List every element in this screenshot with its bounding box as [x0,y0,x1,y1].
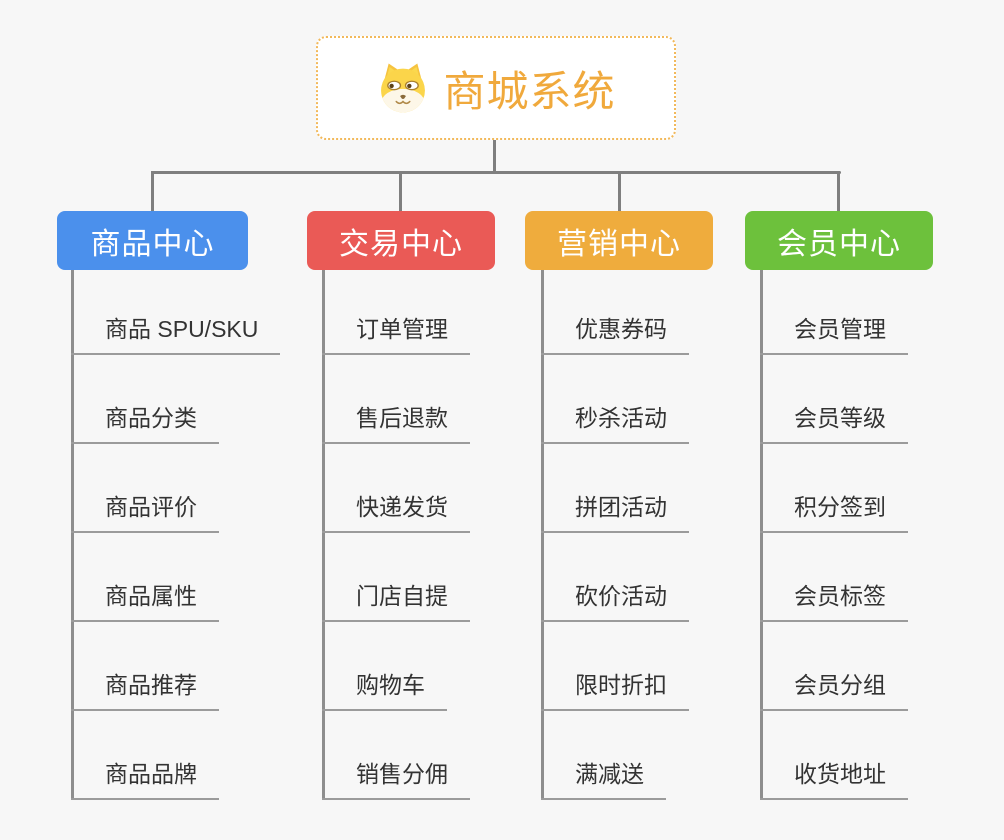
branch-node-member-center[interactable]: 会员中心 [745,211,933,270]
child-node-label[interactable]: 商品属性 [71,577,219,622]
child-node-label[interactable]: 积分签到 [760,488,908,533]
dog-face-icon [381,63,426,113]
branch-drop-line [399,171,402,212]
child-node: 商品品牌 [71,711,280,800]
child-node: 优惠券码 [541,270,689,355]
child-node-label[interactable]: 购物车 [322,666,447,711]
child-node: 砍价活动 [541,533,689,622]
child-node: 商品分类 [71,355,280,444]
child-node: 商品属性 [71,533,280,622]
child-node-label[interactable]: 拼团活动 [541,488,689,533]
child-node: 购物车 [322,622,470,711]
child-node: 会员等级 [760,355,908,444]
child-node: 快递发货 [322,444,470,533]
child-node-label[interactable]: 会员等级 [760,399,908,444]
child-node: 销售分佣 [322,711,470,800]
child-node-label[interactable]: 会员标签 [760,577,908,622]
child-node: 秒杀活动 [541,355,689,444]
child-node-label[interactable]: 优惠券码 [541,310,689,355]
child-node: 积分签到 [760,444,908,533]
branch-children-product-center: 商品 SPU/SKU 商品分类 商品评价 商品属性 商品推荐 商品品牌 [71,270,281,800]
child-node-label[interactable]: 满减送 [541,755,666,800]
child-node-label[interactable]: 商品分类 [71,399,219,444]
branch-label: 商品中心 [90,227,215,261]
branch-label: 会员中心 [777,227,901,261]
branch-label: 营销中心 [557,227,681,261]
child-node: 会员分组 [760,622,908,711]
branch-children-member-center: 会员管理 会员等级 积分签到 会员标签 会员分组 收货地址 [760,270,908,800]
child-node-label[interactable]: 门店自提 [322,577,470,622]
branch-node-trade-center[interactable]: 交易中心 [307,211,495,270]
child-node: 限时折扣 [541,622,689,711]
child-node-label[interactable]: 限时折扣 [541,666,689,711]
branch-drop-line [151,171,154,212]
branch-children-trade-center: 订单管理 售后退款 快递发货 门店自提 购物车 销售分佣 [322,270,470,800]
child-node: 会员标签 [760,533,908,622]
child-node-label[interactable]: 商品品牌 [71,755,219,800]
branch-label: 交易中心 [339,227,463,261]
child-node-label[interactable]: 秒杀活动 [541,399,689,444]
child-node-label[interactable]: 砍价活动 [541,577,689,622]
child-node-label[interactable]: 商品 SPU/SKU [71,310,281,355]
child-node-label[interactable]: 会员分组 [760,666,908,711]
child-node: 商品评价 [71,444,280,533]
root-title: 商城系统 [443,67,616,115]
child-node-label[interactable]: 销售分佣 [322,755,470,800]
child-node-label[interactable]: 收货地址 [760,755,908,800]
branch-drop-line [618,171,621,212]
branch-drop-line [837,171,840,212]
branch-children-marketing-center: 优惠券码 秒杀活动 拼团活动 砍价活动 限时折扣 满减送 [541,270,689,800]
child-node: 订单管理 [322,270,470,355]
branch-node-product-center[interactable]: 商品中心 [57,211,248,270]
child-node: 会员管理 [760,270,908,355]
child-node-label[interactable]: 售后退款 [322,399,470,444]
branch-crossbar-line [151,171,841,174]
child-node-label[interactable]: 商品推荐 [71,666,219,711]
child-node-label[interactable]: 快递发货 [322,488,470,533]
branch-node-marketing-center[interactable]: 营销中心 [525,211,713,270]
child-node: 拼团活动 [541,444,689,533]
child-node: 售后退款 [322,355,470,444]
root-stem-line [493,140,496,173]
child-node: 门店自提 [322,533,470,622]
child-node: 收货地址 [760,711,908,800]
child-node-label[interactable]: 订单管理 [322,310,470,355]
child-node: 商品推荐 [71,622,280,711]
child-node-label[interactable]: 商品评价 [71,488,219,533]
child-node: 满减送 [541,711,689,800]
child-node: 商品 SPU/SKU [71,270,281,355]
root-node-mall-system[interactable]: 商城系统 [316,36,676,140]
child-node-label[interactable]: 会员管理 [760,310,908,355]
